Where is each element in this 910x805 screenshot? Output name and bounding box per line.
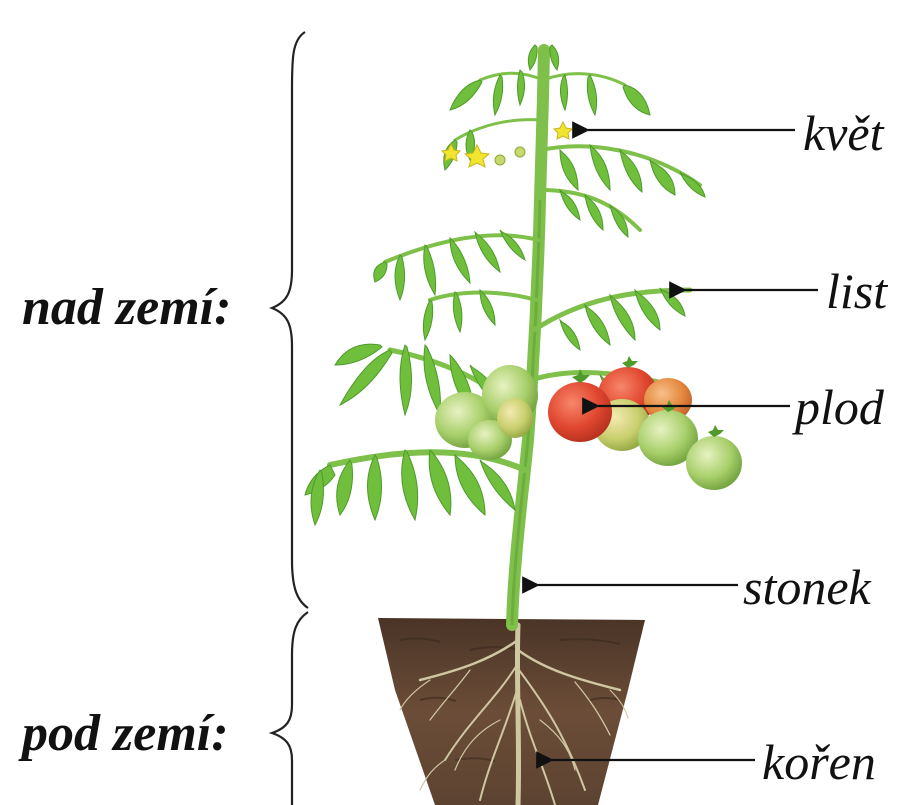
soil-block: [378, 618, 645, 805]
brace-below-ground: [272, 612, 308, 805]
label-root: kořen: [762, 737, 876, 787]
flowers: [442, 122, 572, 167]
label-fruit: plod: [795, 382, 884, 432]
label-flower: květ: [803, 108, 883, 158]
label-leaf: list: [826, 266, 887, 316]
brace-above-ground: [272, 32, 308, 608]
label-stem: stonek: [743, 562, 871, 612]
region-label-above-ground: nad zemí:: [22, 282, 231, 334]
region-label-below-ground: pod zemí:: [22, 708, 229, 760]
